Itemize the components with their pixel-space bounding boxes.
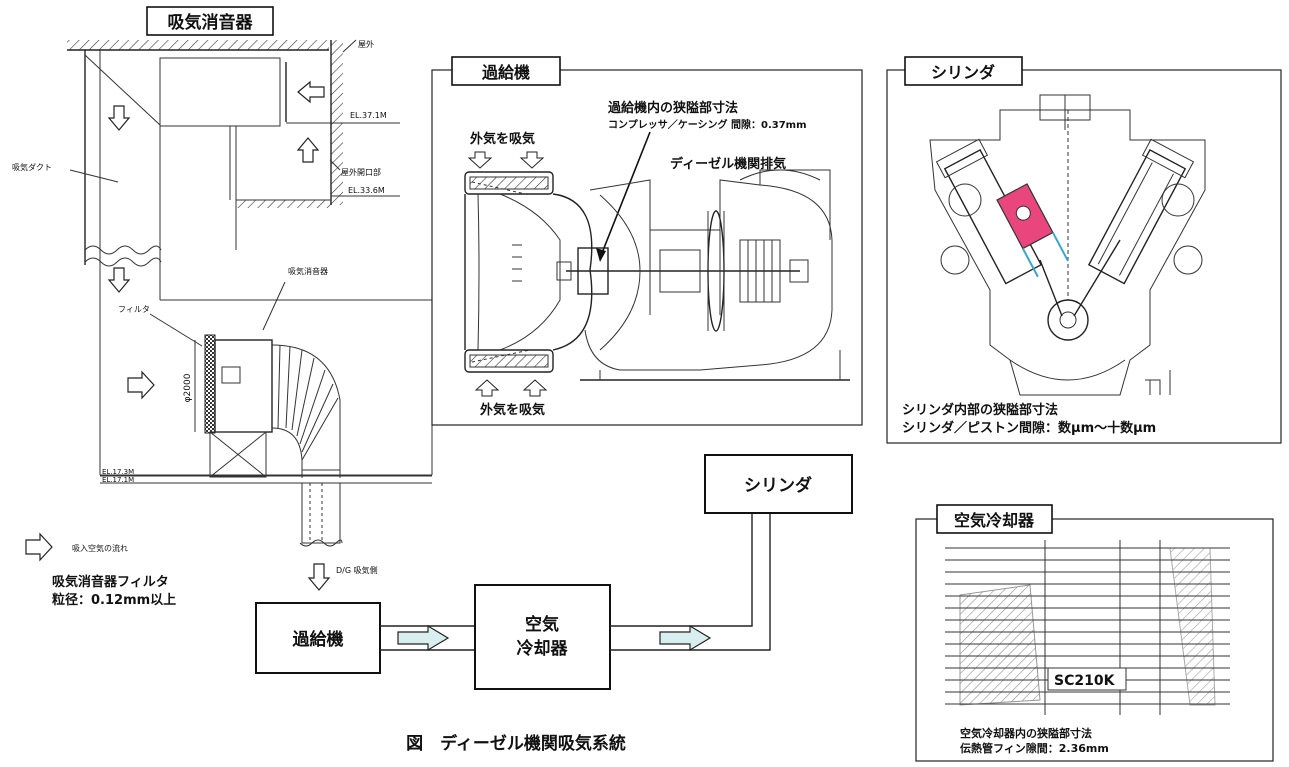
flow-arrow-cooler-to-cylinder [659,624,712,652]
flow-arrow-left [297,80,325,104]
outdoor-label: 屋外 [358,39,374,49]
turbo-intake-bottom: 外気を吸気 [479,402,545,418]
turbo-gap-detail: コンプレッサ／ケーシング 間隙：0.37mm [608,118,807,131]
down-pipe [301,482,341,544]
air-cooler-title: 空気冷却器 [954,511,1035,530]
duct-label: 吸気ダクト [12,162,52,172]
turbo-intake-top: 外気を吸気 [469,131,535,147]
silencer-body [214,339,273,433]
flow-arrow-up [296,137,320,163]
flow-arrow-down-1 [107,105,131,131]
filter-caption-line2: 粒径：0.12mm以上 [52,592,176,608]
floor-hatch [236,200,331,208]
flow-arrow-turbo-to-cooler [397,624,450,652]
turbocharger-section: 過給機 過給機内の狭隘部寸法 コンプレッサ／ケーシング 間隙：0.37mm 外気… [431,56,863,426]
el-mid-label: EL.33.6M [348,186,385,195]
legend-arrow [25,532,53,562]
diameter-label: φ2000 [183,373,193,402]
filter-element [204,334,216,434]
turbo-bottom-intake-arrows [474,379,548,397]
flow-block-diagram: 過給機 空気 冷却器 シリンダ [255,454,853,690]
intake-silencer-title-box [146,6,274,36]
silencer-label: 吸気消音器 [288,266,328,276]
flow-cylinder-label: シリンダ [744,475,812,496]
el-low1-label: EL.17.3M [102,468,134,476]
air-cooler-title-box [936,504,1053,534]
cylinder-panel [886,69,1282,444]
legend-text: 吸入空気の流れ [72,543,128,553]
cylinder-section: シリンダ [886,56,1282,444]
elbow-segments [277,344,340,471]
cylinder-title-box [904,56,1023,86]
turbocharger-panel [431,69,863,426]
intake-silencer-section: 吸気消音器 屋外 EL.37.1M EL.33.6M 屋外開口部 [12,6,433,608]
outdoor-opening-label: 屋外開口部 [341,167,381,177]
cylinder-caption-line2: シリンダ／ピストン間隙：数μm～十数μm [902,420,1156,436]
air-cooler-panel [915,518,1274,762]
flow-arrow-down-2 [107,267,131,293]
gap-pointer-arrow [596,248,606,262]
flow-turbo-box [255,602,381,674]
flow-turbo-label: 過給機 [293,629,344,650]
turbo-top-intake-arrows [467,151,545,169]
dg-intake-side-label: D/G 吸気側 [336,565,378,575]
el-low2-label: EL.17.1M [102,476,134,484]
cooler-caption-line1: 空気冷却器内の狭隘部寸法 [960,726,1092,740]
engine-cross-section-drawing [929,94,1206,396]
cylinder-caption-line1: シリンダ内部の狭隘部寸法 [902,402,1058,418]
flow-cooler-box [474,584,611,690]
intake-silencer-title: 吸気消音器 [168,12,254,33]
el-top-label: EL.37.1M [350,111,387,120]
cooler-model-box [1047,667,1127,691]
flow-cooler-line1: 空気 [525,614,559,635]
cooler-caption-line2: 伝熱管フィン隙間：2.36mm [960,741,1109,755]
cooler-model-label: SC210K [1054,673,1116,689]
flow-cylinder-box [704,454,853,514]
silencer-support [209,431,267,478]
filter-caption-line1: 吸気消音器フィルタ [52,574,169,590]
turbo-gap-title: 過給機内の狭隘部寸法 [607,100,738,116]
silencer-inlet-arrow [127,370,155,400]
figure-caption: 図 ディーゼル機関吸気系統 [406,733,626,754]
flow-cooler-line2: 冷却器 [517,638,569,659]
piston-highlight [996,183,1069,278]
roof-hatch [67,40,329,50]
turbocharger-drawing [464,169,850,381]
dg-intake-arrow [307,563,331,591]
filter-label: フィルタ [118,305,150,314]
turbocharger-title: 過給機 [481,63,530,82]
cylinder-title: シリンダ [931,63,995,82]
air-cooler-section: 空気冷却器 SC210K 空気冷却器内の狭隘部寸法 伝熱管フィ [915,504,1274,762]
turbocharger-title-box [451,56,561,86]
turbo-exhaust-label: ディーゼル機関排気 [670,156,786,172]
